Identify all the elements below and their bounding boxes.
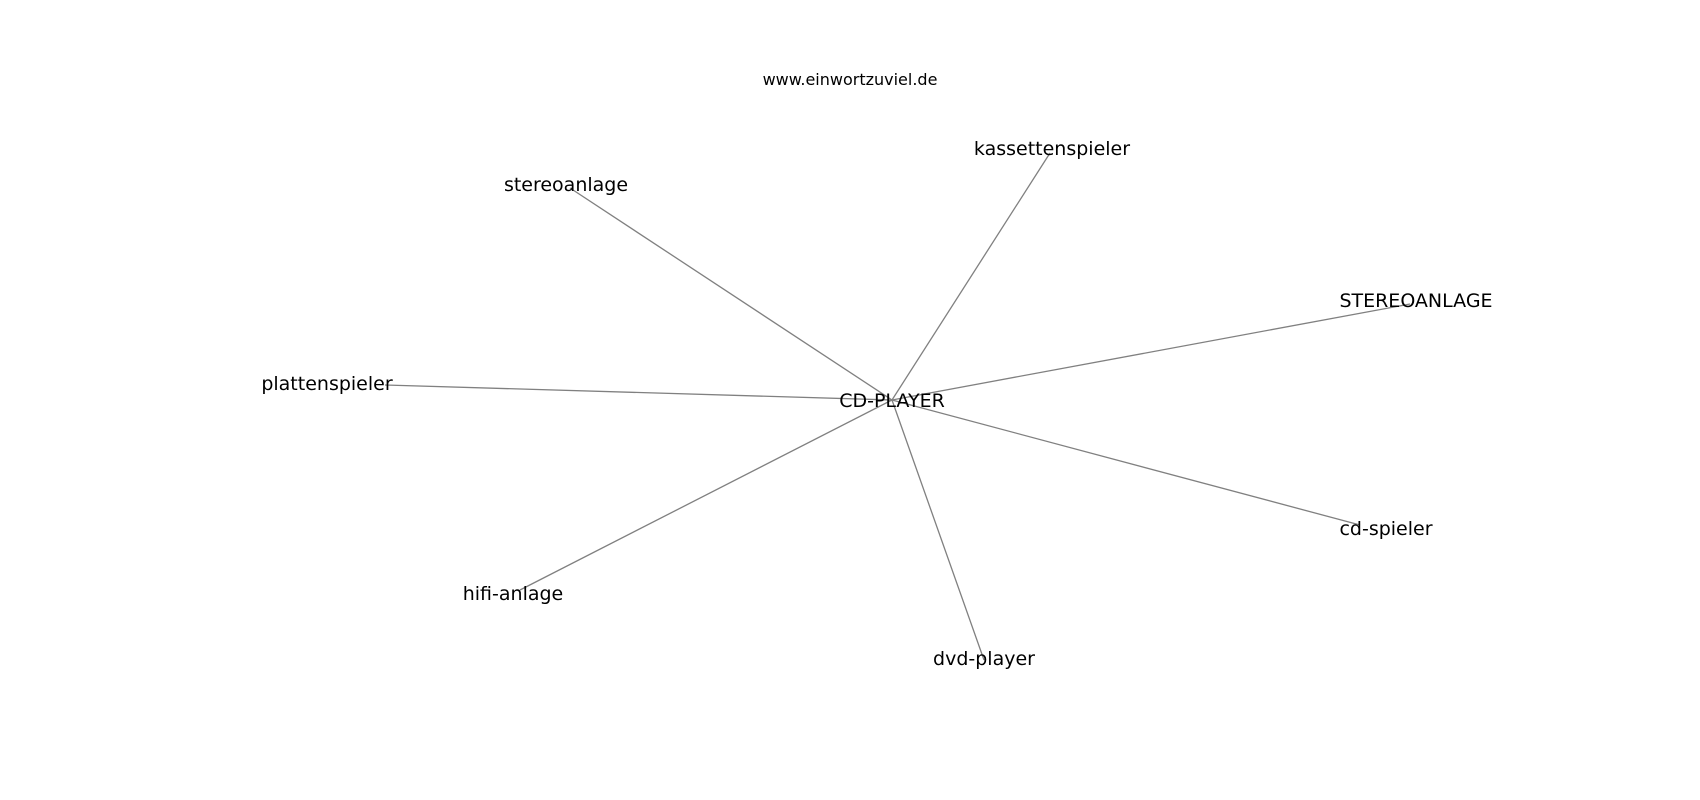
- graph-labels: kassettenspieler stereoanlageSTEREOANLAGE…: [261, 138, 1492, 670]
- node-label-STEREOANLAGE: STEREOANLAGE: [1339, 290, 1492, 312]
- node-label-dvd-player: dvd-player: [933, 648, 1035, 670]
- node-label-plattenspieler: plattenspieler: [261, 373, 393, 395]
- edge-cd-spieler: [891, 399, 1361, 526]
- edge-STEREOANLAGE: [891, 303, 1411, 401]
- node-label-kassettenspieler: kassettenspieler: [974, 138, 1130, 160]
- edge-hifi-anlage: [519, 399, 893, 591]
- edge-dvd-player: [891, 399, 985, 661]
- edge-kassettenspieler: [891, 152, 1051, 401]
- graph-edges: [384, 152, 1411, 661]
- node-label-stereoanlage: stereoanlage: [504, 174, 628, 196]
- node-label-center: CD-PLAYER: [839, 390, 945, 412]
- edge-plattenspieler: [384, 384, 893, 401]
- edge-stereoanlage: [569, 187, 893, 401]
- node-label-hifi-anlage: hifi-anlage: [463, 583, 564, 605]
- node-label-cd-spieler: cd-spieler: [1339, 518, 1432, 540]
